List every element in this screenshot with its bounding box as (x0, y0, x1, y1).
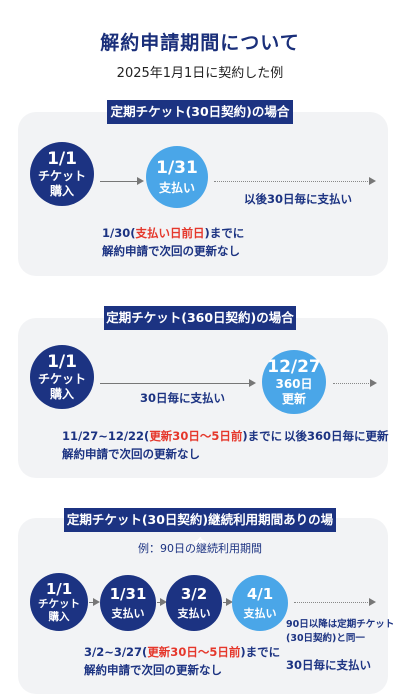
s3-payment-1-circle: 1/31 支払い (100, 575, 156, 631)
s3-arrow-3 (223, 602, 228, 603)
s2-purchase-label-1: チケット (37, 372, 86, 386)
s2-cancel-note-highlight: 更新30日〜5日前 (149, 429, 243, 443)
s1-payment-circle: 1/31 支払い (146, 146, 208, 208)
s3-purchase-label-2: 購入 (48, 610, 70, 623)
s3-example-text: 例：90日の継続利用期間 (138, 542, 262, 555)
s3-cancel-note: 3/2~3/27(更新30日〜5日前)までに 解約申請で次回の更新なし (84, 645, 281, 677)
page-title: 解約申請期間について (100, 32, 300, 54)
s3-payment-2-label: 支払い (177, 606, 211, 620)
s3-dotted-line (294, 602, 370, 603)
s1-cancel-note: 1/30(支払い日前日)までに 解約申請で次回の更新なし (102, 226, 245, 258)
s3-payment-3-date: 4/1 (246, 584, 274, 603)
s1-arrow-1 (100, 181, 138, 182)
s1-purchase-date: 1/1 (47, 149, 77, 169)
s3-payment-1-label: 支払い (111, 606, 145, 620)
s1-purchase-label-2: 購入 (49, 184, 74, 198)
s1-cancel-note-line2: 解約申請で次回の更新なし (102, 244, 240, 258)
s2-purchase-circle: 1/1 チケット 購入 (30, 345, 94, 409)
section-continuation-label: 定期チケット(30日契約)継続利用期間ありの場合 (64, 508, 336, 551)
s3-payment-1-date: 1/31 (109, 584, 147, 603)
s1-cancel-note-highlight: 支払い日前日 (135, 226, 205, 240)
s2-renewal-circle: 12/27 360日 更新 (262, 350, 326, 414)
s3-purchase-date: 1/1 (45, 579, 73, 598)
s2-renewal-label-1: 360日 (275, 377, 313, 391)
s3-payment-2-date: 3/2 (180, 584, 208, 603)
s2-renewal-label-2: 更新 (281, 392, 306, 406)
page-subtitle: 2025年1月1日に契約した例 (116, 66, 284, 81)
s1-after-text: 以後30日毎に支払い (244, 192, 353, 206)
s3-arrow-2 (157, 602, 162, 603)
s3-after-text: 90日以降は定期チケット (30日契約)と同一 (286, 619, 395, 644)
s3-arrow-3-head (226, 598, 233, 606)
s1-arrow-1-head (137, 177, 144, 185)
s2-cancel-note-line2: 解約申請で次回の更新なし (62, 447, 200, 461)
s2-dotted-head (370, 379, 377, 387)
s2-mid-text: 30日毎に支払い (140, 391, 226, 405)
s3-arrow-1-head (93, 598, 100, 606)
s2-renewal-date: 12/27 (267, 357, 321, 377)
s2-dotted-line (333, 383, 371, 384)
s3-after-text-3: 30日毎に支払い (286, 658, 372, 672)
s3-payment-2-circle: 3/2 支払い (166, 575, 222, 631)
s1-purchase-label-1: チケット (37, 169, 86, 183)
s2-after-text: 以後360日毎に更新 (284, 429, 389, 443)
s3-purchase-circle: 1/1 チケット 購入 (30, 573, 88, 631)
s1-payment-date: 1/31 (156, 158, 198, 178)
s1-dotted-line (214, 181, 370, 182)
s3-payment-3-circle: 4/1 支払い (232, 575, 288, 631)
s2-purchase-date: 1/1 (47, 352, 77, 372)
s3-cancel-note-line2: 解約申請で次回の更新なし (84, 663, 222, 677)
s2-arrow-1 (100, 383, 250, 384)
s3-arrow-2-head (160, 598, 167, 606)
s2-arrow-1-head (249, 379, 256, 387)
s3-arrow-1 (89, 602, 95, 603)
s3-cancel-note-highlight: 更新30日〜5日前 (147, 645, 241, 659)
section-360day-label: 定期チケット(360日契約)の場合 (104, 306, 296, 330)
s3-dotted-head (369, 598, 376, 606)
s1-payment-label: 支払い (158, 181, 195, 195)
s1-purchase-circle: 1/1 チケット 購入 (30, 142, 94, 206)
s2-cancel-note: 11/27~12/22(更新30日〜5日前)までに 解約申請で次回の更新なし (62, 429, 283, 461)
s3-purchase-label-1: チケット (38, 597, 80, 610)
s2-purchase-label-2: 購入 (49, 387, 74, 401)
section-30day-label: 定期チケット(30日契約)の場合 (107, 100, 293, 124)
s1-dotted-head (369, 177, 376, 185)
s3-payment-3-label: 支払い (243, 606, 277, 620)
